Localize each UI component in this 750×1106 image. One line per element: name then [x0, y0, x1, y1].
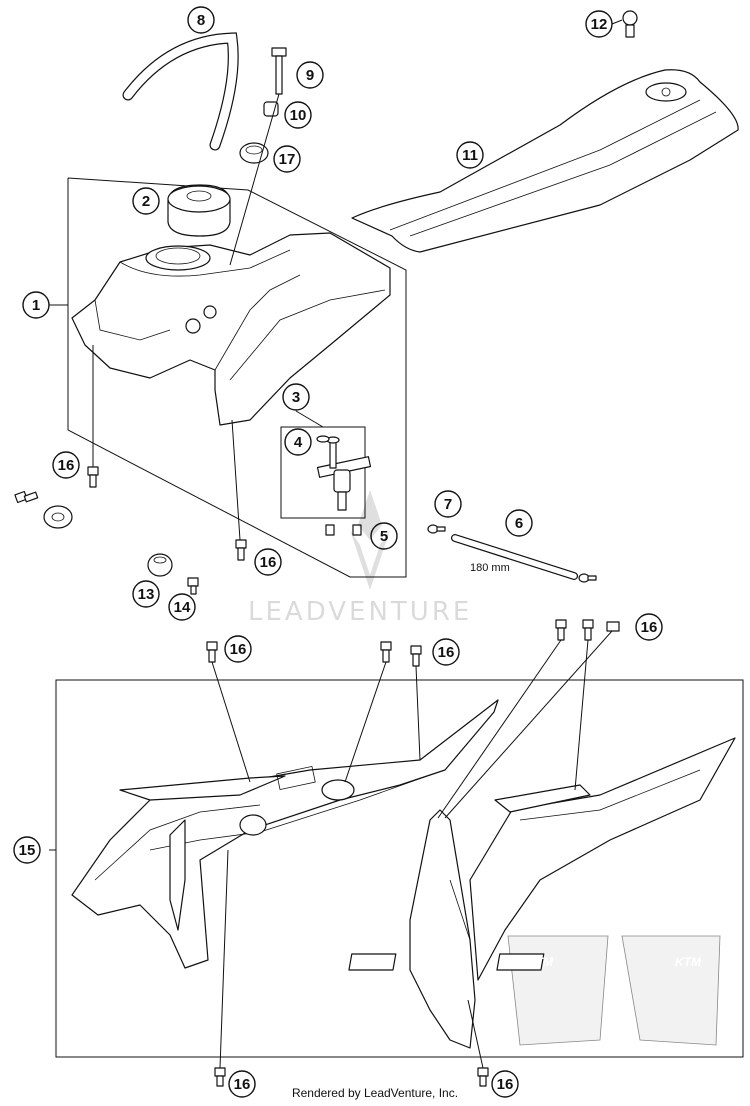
- seat[interactable]: [351, 69, 739, 253]
- fuel-tap[interactable]: [316, 436, 372, 511]
- decal-text-right: KTM: [675, 955, 702, 969]
- svg-text:16: 16: [497, 1076, 514, 1093]
- decal-text-left: KTM: [527, 955, 554, 969]
- svg-text:5: 5: [380, 528, 388, 545]
- svg-text:17: 17: [279, 151, 296, 168]
- svg-text:13: 13: [138, 586, 155, 603]
- svg-text:7: 7: [444, 496, 452, 513]
- svg-text:8: 8: [197, 12, 205, 29]
- rubber-grommet[interactable]: [43, 505, 73, 529]
- svg-text:4: 4: [294, 434, 303, 451]
- callout-10: 10: [284, 101, 312, 129]
- tap-screw[interactable]: [325, 524, 362, 536]
- panels-group-box: [55, 679, 744, 1058]
- svg-text:10: 10: [290, 107, 307, 124]
- fuel-hose[interactable]: [451, 534, 578, 580]
- collar-bolt[interactable]: [187, 577, 199, 595]
- callout-13: 13: [132, 580, 160, 608]
- svg-text:16: 16: [230, 641, 247, 658]
- footer-credit: Rendered by LeadVenture, Inc.: [291, 1086, 459, 1100]
- callout-16-tank-center: 16: [254, 548, 282, 576]
- callout-15: 15: [13, 836, 41, 864]
- svg-text:16: 16: [234, 1076, 251, 1093]
- callout-3: 3: [282, 383, 310, 411]
- callout-16-panel-c: 16: [635, 613, 663, 641]
- rubber-buffer[interactable]: [147, 553, 173, 577]
- svg-text:16: 16: [438, 644, 455, 661]
- seat-fastener[interactable]: [622, 10, 638, 38]
- callout-16-tank-left: 16: [52, 451, 80, 479]
- breather-hose[interactable]: [122, 32, 239, 151]
- svg-text:2: 2: [142, 193, 150, 210]
- svg-text:9: 9: [306, 67, 314, 84]
- callout-11: 11: [456, 141, 484, 169]
- callout-5: 5: [370, 522, 398, 550]
- callout-16-panel-a: 16: [224, 635, 252, 663]
- tank-screw[interactable]: [271, 47, 287, 95]
- svg-text:3: 3: [292, 389, 300, 406]
- svg-text:16: 16: [58, 457, 75, 474]
- callout-7: 7: [434, 490, 462, 518]
- svg-text:16: 16: [260, 554, 277, 571]
- svg-text:16: 16: [641, 619, 658, 636]
- hose-clamp[interactable]: [427, 524, 597, 583]
- tank-bolt-lower-center[interactable]: [235, 539, 247, 561]
- right-shroud[interactable]: [409, 737, 736, 1049]
- svg-text:14: 14: [174, 599, 191, 616]
- tank-bolt-lower-left[interactable]: [87, 466, 99, 488]
- callout-16-panel-b: 16: [432, 638, 460, 666]
- callout-17: 17: [273, 145, 301, 173]
- callout-14: 14: [168, 593, 196, 621]
- left-shroud[interactable]: [71, 699, 499, 969]
- callout-9: 9: [296, 61, 324, 89]
- svg-text:15: 15: [19, 842, 36, 859]
- fuel-tank[interactable]: [71, 232, 391, 426]
- callout-12: 12: [585, 10, 613, 38]
- decal-right: [496, 935, 721, 1046]
- tank-group-box: [67, 177, 407, 578]
- callout-1: 1: [22, 291, 50, 319]
- callout-16-bottom-right: 16: [491, 1070, 519, 1098]
- spacer-sleeve[interactable]: [263, 101, 279, 117]
- svg-text:1: 1: [32, 297, 40, 314]
- loose-bolt[interactable]: [14, 490, 39, 504]
- callout-6: 6: [505, 509, 533, 537]
- svg-text:11: 11: [462, 147, 478, 164]
- callout-8: 8: [187, 6, 215, 34]
- fuel-cap[interactable]: [167, 184, 231, 237]
- callout-2: 2: [132, 187, 160, 215]
- leadventure-logo: [350, 490, 390, 590]
- watermark-text: LEADVENTURE: [248, 597, 473, 627]
- hose-length-label: 180 mm: [470, 562, 510, 574]
- svg-text:6: 6: [515, 515, 523, 532]
- tap-gasket[interactable]: [316, 435, 330, 443]
- svg-text:12: 12: [591, 16, 608, 33]
- callout-4: 4: [284, 428, 312, 456]
- callout-16-bottom-left: 16: [228, 1070, 256, 1098]
